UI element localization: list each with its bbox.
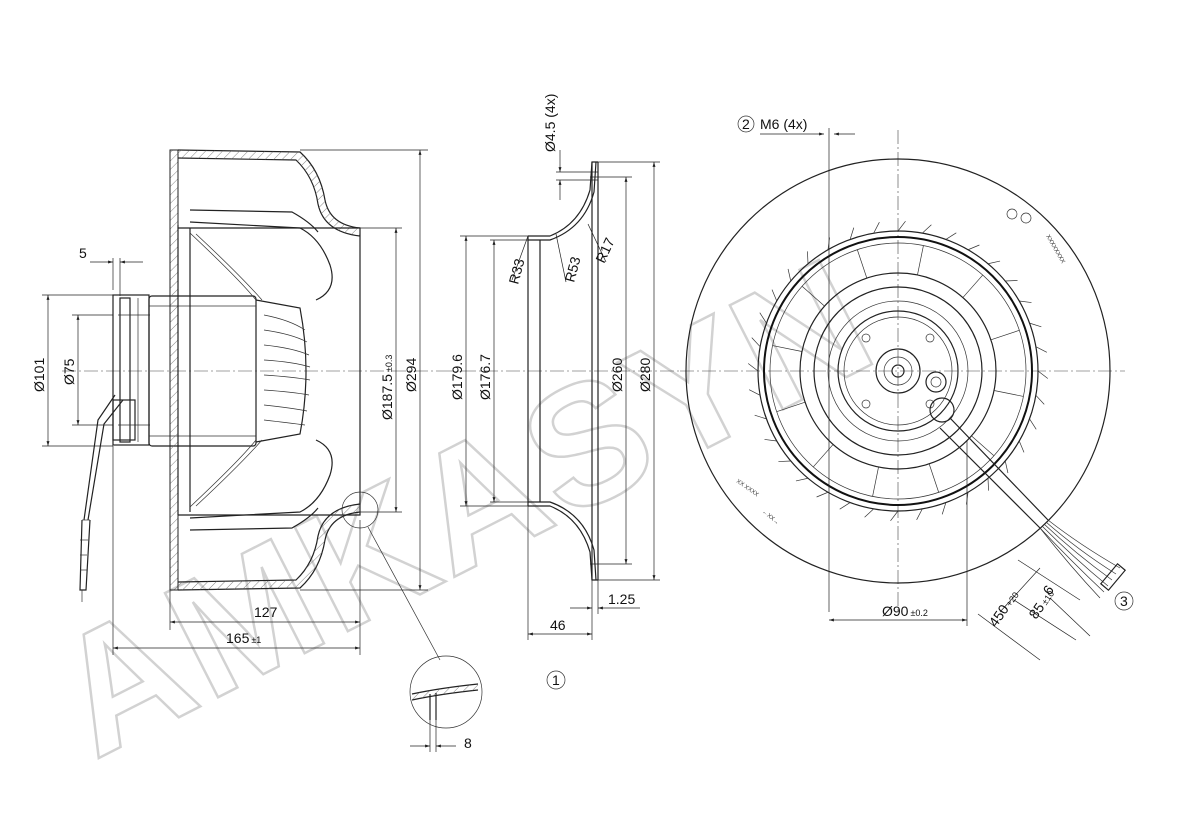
- spoke: [812, 444, 834, 468]
- spoke: [928, 463, 940, 493]
- dim-4-5: Ø4.5 (4x): [542, 94, 558, 152]
- detail-view: [409, 655, 483, 729]
- blade-tab: [941, 502, 947, 515]
- svg-text:AMKASYN: AMKASYN: [26, 221, 903, 793]
- dim-1-25: 1.25: [608, 591, 635, 607]
- blade-tab: [967, 244, 980, 251]
- blade-tab: [1029, 322, 1042, 328]
- blade-tab: [1035, 395, 1045, 405]
- blade-tab: [987, 478, 989, 491]
- blade-tab: [864, 508, 874, 518]
- blade-tab: [749, 389, 761, 396]
- blade-tabs: [747, 220, 1049, 522]
- spoke: [971, 435, 995, 457]
- dim-m6: M6 (4x): [760, 116, 807, 132]
- watermark: AMKASYN: [24, 220, 903, 795]
- dim-165: 165±1: [226, 630, 261, 646]
- svg-text:2: 2: [742, 116, 750, 132]
- blade-tab: [873, 222, 880, 234]
- spoke: [776, 401, 806, 413]
- spokes: [772, 245, 1024, 497]
- blade-tab: [747, 363, 759, 372]
- blade-tab: [764, 439, 777, 442]
- blade-tab: [945, 232, 957, 240]
- dim-260: Ø260: [609, 358, 625, 392]
- blade-tab: [1018, 440, 1025, 453]
- blade-tab: [916, 508, 923, 520]
- blade-tab: [849, 227, 855, 240]
- blade-tab: [839, 502, 851, 510]
- spoke: [917, 245, 924, 276]
- blade-tab: [771, 289, 778, 302]
- dim-r17: R17: [592, 235, 617, 265]
- blade-tab: [778, 460, 791, 462]
- blade-tab: [1035, 346, 1047, 353]
- small-label: ←XX→: [761, 509, 780, 526]
- blade-tab: [751, 337, 761, 347]
- dim-127: 127: [254, 604, 278, 620]
- blade-tab: [1019, 300, 1032, 303]
- callout-2: 2: [737, 115, 755, 133]
- dim-450: 450+20: [985, 587, 1021, 629]
- dim-75: Ø75: [61, 358, 77, 385]
- spoke: [993, 390, 1024, 397]
- dim-176-7: Ø176.7: [477, 354, 493, 400]
- blade-tab: [1004, 460, 1009, 474]
- blade-tab: [816, 491, 829, 498]
- inlet-nozzle-view: Ø4.5 (4x) R33 R53 R17 Ø179.6 Ø176.7 Ø260: [440, 94, 680, 690]
- dim-280: Ø280: [637, 358, 653, 392]
- blade-tab: [922, 224, 932, 234]
- spoke: [801, 285, 825, 307]
- dim-187-5: Ø187.5±0.3: [379, 355, 395, 420]
- spoke: [772, 345, 803, 352]
- svg-text:1: 1: [552, 672, 560, 688]
- type-label: XXXXXXXX: [1044, 234, 1065, 265]
- dim-179-6: Ø179.6: [449, 354, 465, 400]
- spoke: [990, 329, 1020, 341]
- side-view: 5 Ø101 Ø75 Ø187.5±0.3 Ø294 127: [31, 149, 483, 752]
- code-label: XX XXXX: [735, 479, 759, 499]
- dim-5: 5: [79, 245, 87, 261]
- svg-text:3: 3: [1120, 593, 1128, 609]
- dim-r33: R33: [505, 257, 527, 286]
- blade-tab: [754, 414, 767, 420]
- blade-tab: [759, 312, 767, 324]
- spoke: [872, 466, 879, 497]
- blade-tab: [1029, 418, 1037, 430]
- blade-tab: [1037, 370, 1049, 379]
- blade-tab: [890, 510, 899, 522]
- blade-tab: [1005, 280, 1018, 282]
- dim-101: Ø101: [31, 358, 47, 392]
- spoke: [962, 274, 984, 298]
- spoke: [856, 249, 868, 279]
- callout-3: 3: [1114, 591, 1134, 611]
- dim-294: Ø294: [403, 358, 419, 392]
- dim-46: 46: [550, 617, 566, 633]
- blade-tab: [897, 220, 906, 232]
- blade-tab: [795, 477, 809, 482]
- blade-tab: [807, 251, 809, 264]
- dim-90: Ø90±0.2: [882, 603, 928, 619]
- dim-8: 8: [464, 735, 472, 751]
- dim-r53: R53: [561, 255, 583, 284]
- blade-tab: [987, 260, 1001, 265]
- blade-tab: [787, 268, 792, 282]
- callout-1: 1: [546, 670, 566, 690]
